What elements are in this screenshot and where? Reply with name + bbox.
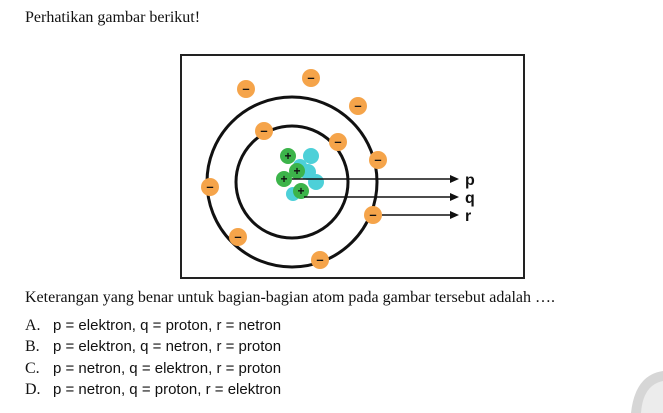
atom-diagram: + + + + – – – – – – – – – – p q r <box>180 54 525 279</box>
label-r: r <box>465 208 471 225</box>
option-a[interactable]: A. p = elektron, q = proton, r = netron <box>25 316 281 336</box>
proton-sign: + <box>297 184 304 198</box>
svg-text:–: – <box>307 70 314 85</box>
proton-sign: + <box>293 164 300 178</box>
svg-text:–: – <box>242 81 249 96</box>
neutron <box>308 174 324 190</box>
option-b[interactable]: B. p = elektron, q = netron, r = proton <box>25 337 281 357</box>
pointer-r: r <box>382 208 471 225</box>
option-letter: B. <box>25 338 40 355</box>
option-letter: C. <box>25 360 40 377</box>
electron: – <box>302 69 320 87</box>
svg-text:–: – <box>260 123 267 138</box>
electron: – <box>237 80 255 98</box>
svg-text:–: – <box>206 179 213 194</box>
label-p: p <box>465 172 475 189</box>
svg-text:–: – <box>334 134 341 149</box>
proton-sign: + <box>280 172 287 186</box>
neutron <box>303 148 319 164</box>
proton <box>276 171 292 187</box>
electrons: – – – – – – – – – – <box>201 69 387 269</box>
svg-text:–: – <box>374 152 381 167</box>
electron: – <box>229 228 247 246</box>
option-letter: D. <box>25 381 41 398</box>
question-title: Perhatikan gambar berikut! <box>25 9 201 26</box>
proton <box>280 148 296 164</box>
pointer-q: q <box>304 190 475 207</box>
proton-sign: + <box>284 149 291 163</box>
proton <box>293 183 309 199</box>
pointer-p: p <box>292 172 475 189</box>
option-text: p = elektron, q = netron, r = proton <box>53 338 282 355</box>
electron: – <box>201 178 219 196</box>
option-d[interactable]: D. p = netron, q = proton, r = elektron <box>25 380 281 400</box>
svg-text:–: – <box>316 252 323 267</box>
proton <box>289 163 305 179</box>
option-text: p = netron, q = proton, r = elektron <box>53 381 282 398</box>
electron: – <box>329 133 347 151</box>
svg-text:–: – <box>369 207 376 222</box>
nucleus: + + + + <box>276 148 324 201</box>
electron: – <box>364 206 382 224</box>
svg-text:–: – <box>234 229 241 244</box>
electron: – <box>255 122 273 140</box>
option-c[interactable]: C. p = netron, q = elektron, r = proton <box>25 359 281 379</box>
question-statement: Keterangan yang benar untuk bagian-bagia… <box>25 289 556 306</box>
svg-text:–: – <box>354 98 361 113</box>
label-q: q <box>465 190 475 207</box>
electron: – <box>369 151 387 169</box>
electron: – <box>349 97 367 115</box>
page-curl-decoration <box>631 371 663 413</box>
option-text: p = netron, q = elektron, r = proton <box>53 360 282 377</box>
option-letter: A. <box>25 317 41 334</box>
electron: – <box>311 251 329 269</box>
inner-orbit <box>234 124 350 240</box>
option-text: p = elektron, q = proton, r = netron <box>53 317 282 334</box>
